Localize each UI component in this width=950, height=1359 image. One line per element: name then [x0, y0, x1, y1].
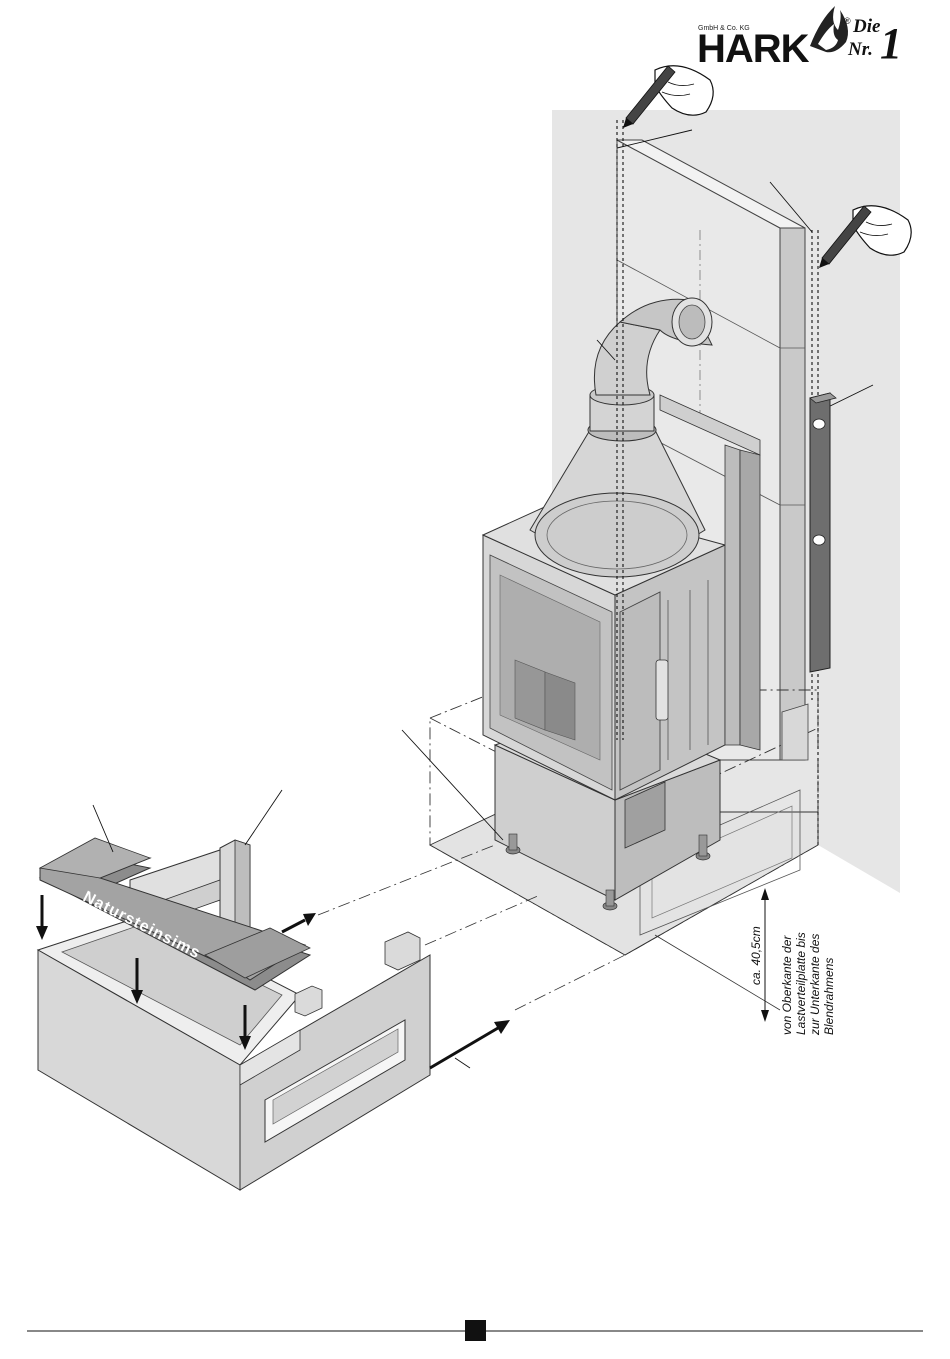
note-line-4: Blendrahmens — [822, 958, 836, 1035]
dimension-label: ca. 40,5cm — [749, 926, 763, 985]
leader-line-post — [245, 790, 282, 845]
logo-registered-mark: ® — [844, 16, 851, 26]
logo-slogan-nr: Nr. — [847, 39, 873, 60]
leader-line-foot — [402, 730, 503, 840]
note-line-1: von Oberkante der — [780, 935, 794, 1035]
footer-square-marker — [465, 1320, 486, 1341]
logo-slogan-die: Die — [852, 16, 881, 37]
leader-line-frame — [455, 1058, 470, 1068]
logo-slogan-one: 1 — [880, 19, 902, 68]
wall-column-block — [782, 704, 808, 760]
note-line-2: Lastverteilplatte bis — [794, 932, 808, 1035]
door-handle — [656, 660, 668, 720]
logo-brand-text: HARK — [697, 27, 810, 71]
brand-logo: GmbH & Co. KG HARK ® Die Nr. 1 — [697, 6, 902, 71]
note-line-3: zur Unterkante des — [808, 934, 822, 1036]
